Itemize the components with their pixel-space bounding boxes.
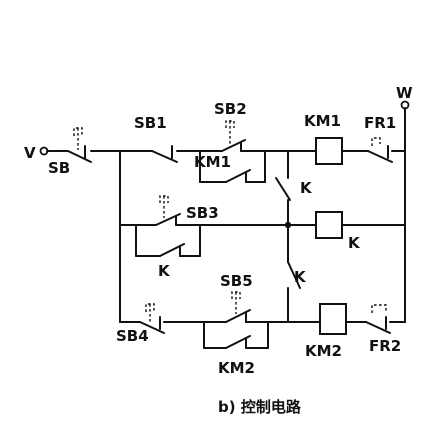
switch-sb2-blade bbox=[221, 139, 246, 152]
switch-fr1-actuator bbox=[371, 137, 381, 146]
label-sb: SB bbox=[48, 159, 70, 177]
switch-sb4-blade bbox=[139, 321, 165, 334]
label-sb5: SB5 bbox=[220, 272, 253, 290]
label-fr1: FR1 bbox=[364, 114, 396, 132]
switch-fr2-blade bbox=[365, 321, 391, 334]
switch-sb-actuator bbox=[73, 127, 83, 150]
switch-fr2-actuator bbox=[371, 304, 387, 313]
coil-km2 bbox=[319, 303, 347, 335]
label-km1-coil: KM1 bbox=[304, 112, 341, 130]
switch-sb1-blade bbox=[151, 150, 178, 163]
label-w: W bbox=[396, 84, 413, 102]
label-k-coil: K bbox=[348, 234, 361, 252]
label-k-mid: K bbox=[158, 262, 171, 280]
coil-k bbox=[315, 211, 343, 239]
switch-fr1-blade bbox=[367, 150, 393, 163]
label-sb1: SB1 bbox=[134, 114, 167, 132]
contact-k-top-blade bbox=[275, 177, 291, 201]
coil-km1 bbox=[315, 137, 343, 165]
label-km1-contact: KM1 bbox=[194, 153, 231, 171]
diagram-caption: b) 控制电路 bbox=[218, 398, 302, 416]
label-k-top: K bbox=[300, 179, 313, 197]
switch-sb4-actuator bbox=[145, 303, 155, 322]
label-sb4: SB4 bbox=[116, 327, 149, 345]
label-sb3: SB3 bbox=[186, 204, 219, 222]
label-fr2: FR2 bbox=[369, 337, 401, 355]
label-km2-coil: KM2 bbox=[305, 342, 342, 360]
switch-sb2-actuator bbox=[225, 120, 235, 144]
contact-k-bottom-blade bbox=[287, 261, 301, 289]
label-k-bottom: K bbox=[294, 268, 307, 286]
switch-sb5-actuator bbox=[231, 291, 241, 314]
switch-sb-blade bbox=[67, 150, 92, 163]
label-sb2: SB2 bbox=[214, 100, 247, 118]
label-km2-contact: KM2 bbox=[218, 359, 255, 377]
label-v: V bbox=[24, 144, 36, 162]
switch-sb3-actuator bbox=[159, 195, 169, 218]
